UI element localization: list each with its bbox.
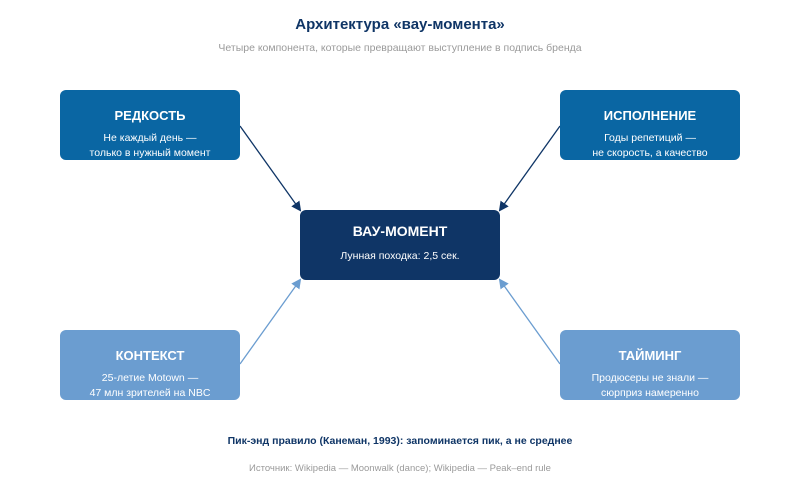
node-rarity-title: РЕДКОСТЬ — [114, 108, 186, 123]
node-execution: ИСПОЛНЕНИЕ Годы репетиций — не скорость,… — [560, 90, 740, 160]
arrow-rarity-to-center — [239, 125, 302, 212]
arrow-execution-to-center — [498, 125, 561, 212]
peak-end-footnote: Пик-энд правило (Канеман, 1993): запомин… — [227, 435, 573, 447]
node-wow-moment-title: ВАУ-МОМЕНТ — [352, 223, 448, 239]
arrow-context-to-center — [239, 278, 302, 365]
node-rarity-description: Не каждый день — только в нужный момент — [89, 132, 211, 159]
node-wow-moment-description: Лунная походка: 2,5 сек. — [340, 250, 460, 262]
node-timing-title: ТАЙМИНГ — [618, 348, 682, 363]
node-timing-description: Продюсеры не знали — сюрприз намеренно — [591, 372, 709, 399]
node-timing: ТАЙМИНГ Продюсеры не знали — сюрприз нам… — [560, 330, 740, 400]
diagram-subtitle: Четыре компонента, которые превращают вы… — [218, 42, 582, 54]
node-wow-moment: ВАУ-МОМЕНТ Лунная походка: 2,5 сек. — [300, 210, 500, 280]
node-context-title: КОНТЕКСТ — [115, 348, 185, 363]
arrow-timing-to-center — [498, 278, 561, 365]
diagram-title: Архитектура «вау-момента» — [295, 16, 505, 33]
node-context-description: 25-летие Motown — 47 млн зрителей на NBC — [89, 372, 211, 399]
node-rarity: РЕДКОСТЬ Не каждый день — только в нужны… — [60, 90, 240, 160]
source-citation: Источник: Wikipedia — Moonwalk (dance); … — [249, 463, 551, 474]
node-context: КОНТЕКСТ 25-летие Motown — 47 млн зрител… — [60, 330, 240, 400]
node-execution-description: Годы репетиций — не скорость, а качество — [592, 132, 708, 159]
node-execution-title: ИСПОЛНЕНИЕ — [603, 108, 697, 123]
